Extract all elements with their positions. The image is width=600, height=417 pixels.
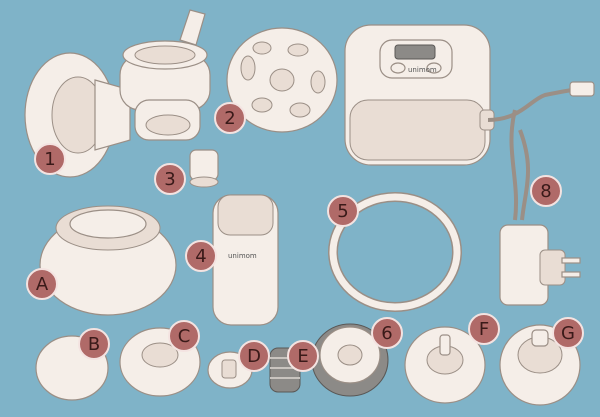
label-4: 4 <box>185 240 217 272</box>
label-b: B <box>78 328 110 360</box>
label-5: 5 <box>327 195 359 227</box>
small-valve <box>190 150 218 187</box>
label-g: G <box>552 317 584 349</box>
label-3: 3 <box>154 163 186 195</box>
base-cup <box>40 206 176 315</box>
label-f: F <box>468 313 500 345</box>
milk-bottle: unimom <box>213 195 278 325</box>
label-8: 8 <box>530 175 562 207</box>
label-d: D <box>238 340 270 372</box>
connector-body <box>120 10 210 140</box>
label-1: 1 <box>34 143 66 175</box>
pump-brand-text: unimom <box>408 66 437 74</box>
label-c: C <box>168 320 200 352</box>
label-a: A <box>26 268 58 300</box>
label-e: E <box>287 340 319 372</box>
bottle-brand-text: unimom <box>228 252 257 260</box>
label-2: 2 <box>214 102 246 134</box>
label-6: 6 <box>371 317 403 349</box>
pump-main-unit: unimom <box>345 25 494 165</box>
